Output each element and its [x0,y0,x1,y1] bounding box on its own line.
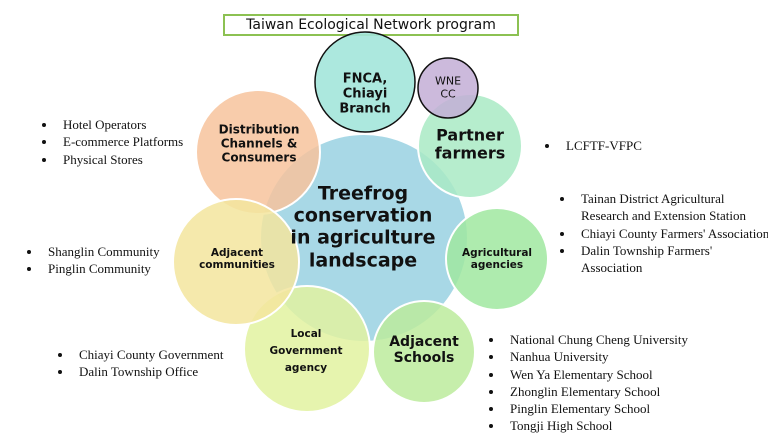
fnca-node-shape [314,31,416,133]
center-label-line: landscape [308,249,418,272]
schools-label: Adjacent Schools [389,334,459,366]
list-item: Pinglin Elementary School [504,400,688,417]
communities-label-line: Adjacent [210,246,264,259]
list-item: LCFTF-VFPC [560,137,642,154]
list-item: Pinglin Community [42,260,160,277]
list-item: E-commerce Platforms [57,133,183,150]
local-gov-label-line: Government [269,344,343,357]
fnca-label-line: Branch [339,101,391,117]
list-item: Shanglin Community [42,243,160,260]
list-item: Wen Ya Elementary School [504,366,688,383]
center-label-line: in agriculture [290,227,436,249]
partner-label-line: farmers [434,144,506,163]
wnecc-node-shape [417,57,479,119]
schools-label-line: Schools [393,350,455,366]
communities-label: Adjacent communities [199,247,275,271]
local-gov-label-line: agency [284,361,328,374]
agricultural-label: Agricultural agencies [462,247,532,271]
list-item: Hotel Operators [57,116,183,133]
agricultural-node-shape [445,207,549,311]
schools-label-line: Adjacent [389,333,459,350]
fnca-label: FNCA, Chiayi Branch [339,71,391,118]
wnecc-label-line: WNE [434,74,462,88]
local-gov-list: Chiayi County Government Dalin Township … [51,346,223,381]
distribution-label-line: Distribution [218,122,300,137]
center-label-line: Treefrog [317,182,409,205]
list-item: Chiayi County Government [73,346,223,363]
list-item: Chiayi County Farmers' Association [575,225,768,242]
list-item: Physical Stores [57,151,183,168]
list-item: Nanhua University [504,348,688,365]
partner-label-line: Partner [436,125,504,145]
distribution-label-line: Channels & [220,136,298,151]
distribution-list: Hotel Operators E-commerce Platforms Phy… [35,116,183,168]
list-item: National Chung Cheng University [504,331,688,348]
schools-list: National Chung Cheng University Nanhua U… [482,331,688,435]
partner-list: LCFTF-VFPC [538,137,642,154]
local-gov-node-shape [243,285,371,413]
wnecc-label: WNE CC [435,75,461,100]
partner-label: Partner farmers [434,125,506,164]
wnecc-label-line: CC [440,87,456,100]
list-item: Dalin Township Farmers' Association [575,242,768,277]
fnca-label-line: FNCA, [342,71,388,87]
agricultural-list: Tainan District Agricultural Research an… [553,190,768,276]
communities-node-shape [172,198,300,326]
agricultural-label-line: agencies [470,259,524,271]
communities-list: Shanglin Community Pinglin Community [20,243,160,278]
local-gov-label-line: Local [290,327,322,340]
list-item: Zhonglin Elementary School [504,383,688,400]
agricultural-label-line: Agricultural [461,246,533,259]
schools-node-shape [372,300,476,404]
local-gov-label: Local Government agency [269,326,342,376]
fnca-label-line: Chiayi [342,86,388,102]
center-label: Treefrog conservation in agriculture lan… [290,183,435,272]
distribution-label: Distribution Channels & Consumers [219,123,300,164]
list-item: Dalin Township Office [73,363,223,380]
list-item: Tainan District Agricultural Research an… [575,190,768,225]
center-label-line: conservation [293,204,433,227]
communities-label-line: communities [199,259,275,271]
distribution-label-line: Consumers [221,149,297,164]
list-item: Tongji High School [504,417,688,434]
